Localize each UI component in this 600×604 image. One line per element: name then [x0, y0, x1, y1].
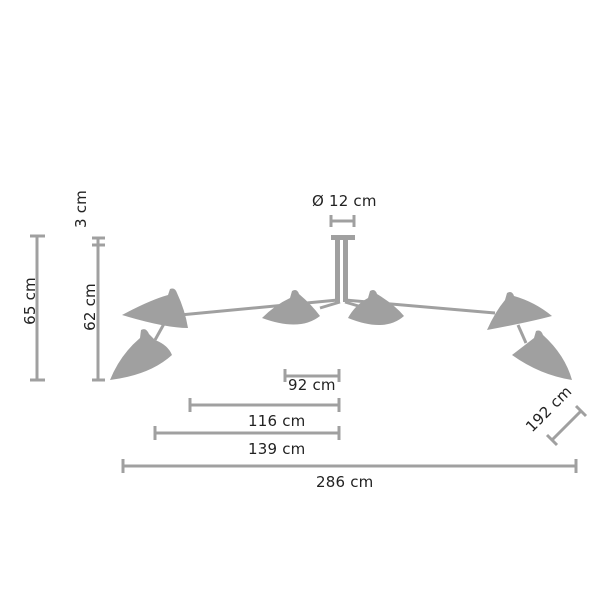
middle-arm-label: 116 cm	[248, 412, 306, 430]
canopy-height-label: 3 cm	[71, 190, 90, 228]
lamp-body	[110, 235, 572, 380]
total-width-line	[121, 459, 578, 473]
shade-outer-left-top	[122, 288, 188, 328]
canopy-diameter-line	[329, 215, 356, 227]
outer-arm-label: 139 cm	[248, 440, 306, 458]
total-height-label: 65 cm	[20, 277, 39, 325]
dimension-lines	[30, 215, 588, 473]
stem-right	[343, 240, 348, 302]
shade-outer-right-bottom	[512, 330, 572, 380]
canopy-diameter-label: Ø 12 cm	[312, 192, 377, 210]
middle-arm-line	[188, 398, 341, 412]
total-height-line	[30, 234, 45, 382]
diagonal-depth-line	[545, 404, 588, 447]
stem-left	[335, 240, 340, 302]
shade-inner-right	[348, 290, 404, 326]
inner-arm-line	[283, 369, 341, 382]
inner-arm-label: 92 cm	[288, 376, 336, 394]
shade-outer-right-top	[487, 292, 552, 330]
body-height-line	[92, 236, 105, 382]
total-width-label: 286 cm	[316, 473, 374, 491]
shade-outer-left-bottom	[110, 329, 172, 380]
outer-arm-line	[153, 426, 341, 440]
body-height-label: 62 cm	[80, 283, 99, 331]
shade-inner-left	[262, 290, 320, 325]
canopy	[331, 235, 355, 240]
arms	[153, 298, 528, 344]
